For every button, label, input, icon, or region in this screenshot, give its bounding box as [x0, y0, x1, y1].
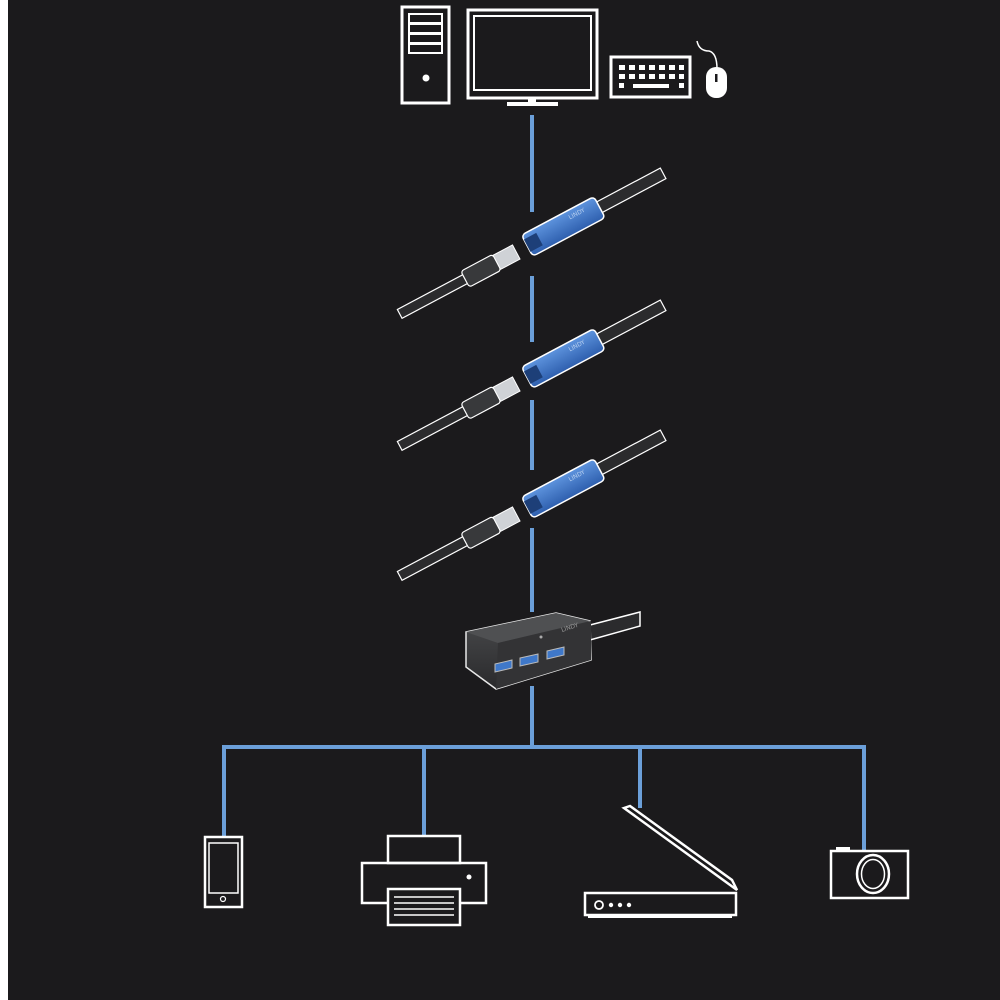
connection-lines: [222, 115, 866, 851]
camera-icon: [829, 847, 910, 900]
led-indicator: [539, 635, 543, 639]
plug-connector: [492, 376, 521, 403]
usb-port: [519, 653, 539, 667]
keyboard-icon: [609, 55, 692, 99]
tower-pc-icon: [400, 5, 451, 105]
monitor-icon: [466, 8, 599, 106]
printer-icon: [360, 834, 488, 927]
usb-active-extension-cable: LINDY: [396, 167, 667, 320]
hub-ports: [494, 646, 565, 673]
usb-a-male-plug: [396, 376, 521, 452]
flatbed-scanner-icon: [583, 804, 739, 918]
extender-female-end: LINDY: [522, 299, 667, 388]
plug-connector: [492, 244, 521, 271]
usb-socket: [523, 364, 543, 384]
usb-port: [546, 646, 565, 660]
usb-socket: [523, 494, 543, 514]
host-computer: [400, 5, 727, 106]
background: [8, 0, 1000, 1000]
plug-connector: [492, 506, 521, 533]
usb-active-extension-cable: LINDY: [396, 299, 667, 452]
peripheral-devices: [203, 804, 910, 927]
usb-port: [494, 659, 513, 673]
mouse-icon: [696, 40, 727, 98]
extender-female-end: LINDY: [522, 429, 667, 518]
usb-active-extension-cable: LINDY: [396, 429, 667, 582]
usb-socket: [523, 232, 543, 252]
usb-a-male-plug: [396, 244, 521, 320]
usb-a-male-plug: [396, 506, 521, 582]
smartphone-icon: [203, 835, 244, 909]
extender-female-end: LINDY: [522, 167, 667, 256]
usb-hub: LINDY: [465, 611, 641, 690]
